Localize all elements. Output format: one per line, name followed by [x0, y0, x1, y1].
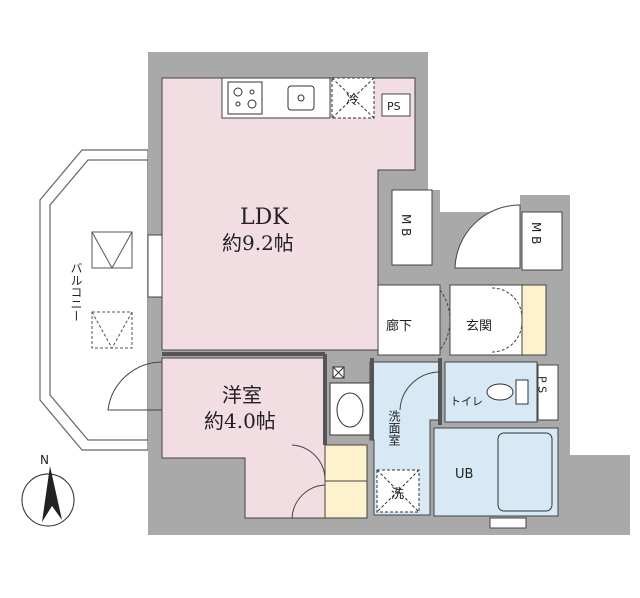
ps-top-label: PS	[387, 100, 401, 113]
mb-left-box	[391, 189, 433, 266]
compass: N	[21, 453, 75, 527]
shoe-cabinet	[521, 284, 547, 356]
washer-label: 洗	[391, 487, 404, 502]
outdoor-unit-icon	[91, 231, 133, 349]
bathtub	[497, 432, 553, 512]
door-swings	[107, 361, 441, 519]
washer-icon	[376, 469, 420, 513]
balcony-label: バルコニー	[69, 262, 83, 322]
entrance-floor	[449, 284, 523, 356]
toilet-label: トイレ	[450, 395, 483, 408]
fridge-icon	[331, 77, 375, 119]
mb-left-label: M B	[399, 214, 413, 236]
ps-right-label: P S	[536, 376, 549, 393]
mb-right-label: M B	[529, 222, 543, 244]
entrance-door	[454, 204, 521, 269]
ps-right-box	[537, 364, 559, 421]
north-arrow-icon	[42, 466, 62, 522]
washroom-label: 洗面室	[387, 410, 401, 446]
entrance-label: 玄関	[466, 319, 492, 334]
western-name: 洋室	[222, 383, 262, 407]
kitchen-counter	[221, 77, 331, 119]
unit-bath-label: UB	[455, 467, 473, 482]
ldk-size: 約9.2帖	[222, 231, 294, 255]
mb-right-box	[521, 211, 563, 271]
fridge-label: 冷	[346, 93, 359, 108]
stove-icon	[227, 81, 263, 115]
ps-top-box	[381, 93, 411, 117]
western-size: 約4.0帖	[204, 409, 276, 433]
ldk-floor	[161, 77, 416, 351]
balcony	[39, 149, 149, 451]
windows	[147, 234, 527, 529]
washbasin-icon	[329, 366, 371, 436]
interior-walls	[162, 352, 442, 445]
corridor-floor	[377, 284, 441, 356]
compass-north-label: N	[40, 453, 49, 467]
corridor-label: 廊下	[386, 318, 412, 334]
toilet-icon	[486, 379, 529, 405]
sink-icon	[287, 85, 315, 111]
ldk-name: LDK	[240, 205, 289, 230]
